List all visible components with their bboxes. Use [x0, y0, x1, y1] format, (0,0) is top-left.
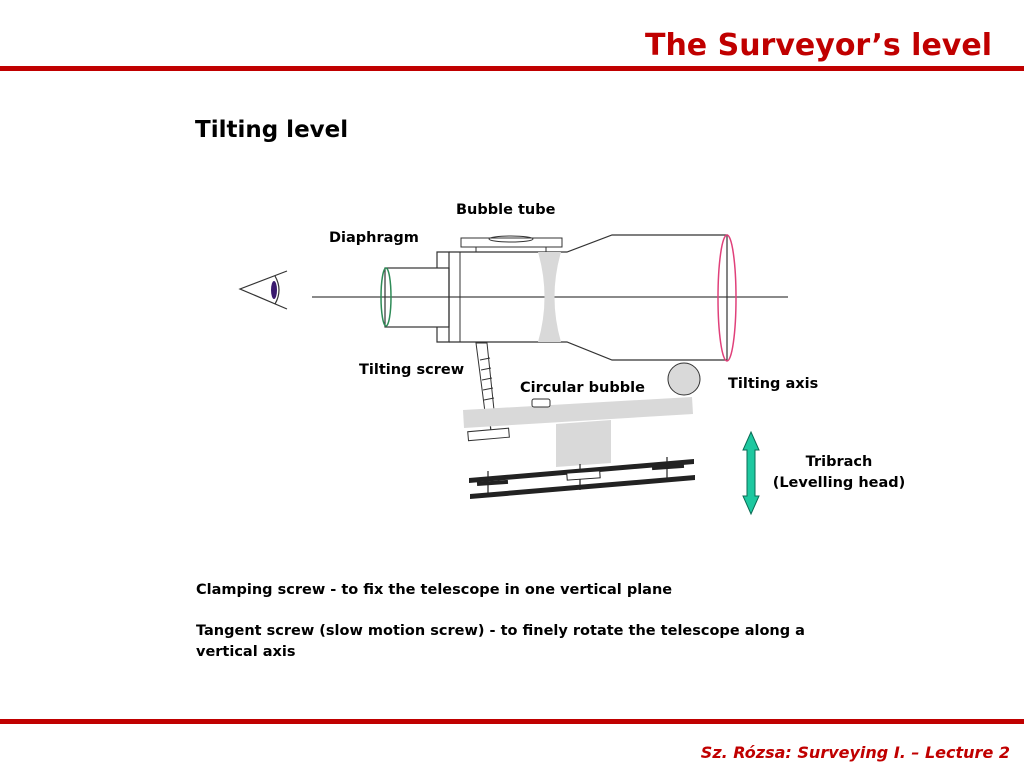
note-clamping-screw: Clamping screw - to fix the telescope in… [196, 582, 673, 598]
label-diaphragm: Diaphragm [329, 230, 419, 246]
label-tribrach-line1: Tribrach [805, 454, 873, 470]
label-tribrach-line2: (Levelling head) [772, 475, 906, 491]
levelling-arrow-icon [742, 430, 760, 516]
section-heading: Tilting level [195, 117, 349, 143]
focusing-lens [538, 252, 561, 342]
label-tribrach: Tribrach (Levelling head) [766, 452, 912, 494]
label-tilting-screw: Tilting screw [359, 362, 465, 378]
slide-footer: Sz. Rózsa: Surveying I. – Lecture 2 [700, 743, 1010, 762]
circular-bubble [531, 398, 551, 408]
vertical-spindle [556, 420, 611, 467]
eyepiece-lens [380, 267, 392, 327]
footer-divider [0, 719, 1024, 724]
bubble-tube [460, 235, 563, 252]
objective-lens [717, 234, 737, 362]
title-divider [0, 66, 1024, 71]
label-circular-bubble: Circular bubble [520, 380, 645, 396]
tilting-axis [667, 362, 701, 396]
note-tangent-screw: Tangent screw (slow motion screw) - to f… [196, 623, 805, 660]
upper-plate [463, 397, 693, 428]
eye-pupil [271, 281, 277, 299]
label-bubble-tube: Bubble tube [456, 202, 556, 218]
telescope-body [436, 251, 450, 343]
eye-icon [238, 270, 288, 310]
label-tilting-axis: Tilting axis [728, 376, 819, 392]
slide-title: The Surveyor’s level [644, 28, 992, 63]
tribrach [469, 457, 695, 499]
